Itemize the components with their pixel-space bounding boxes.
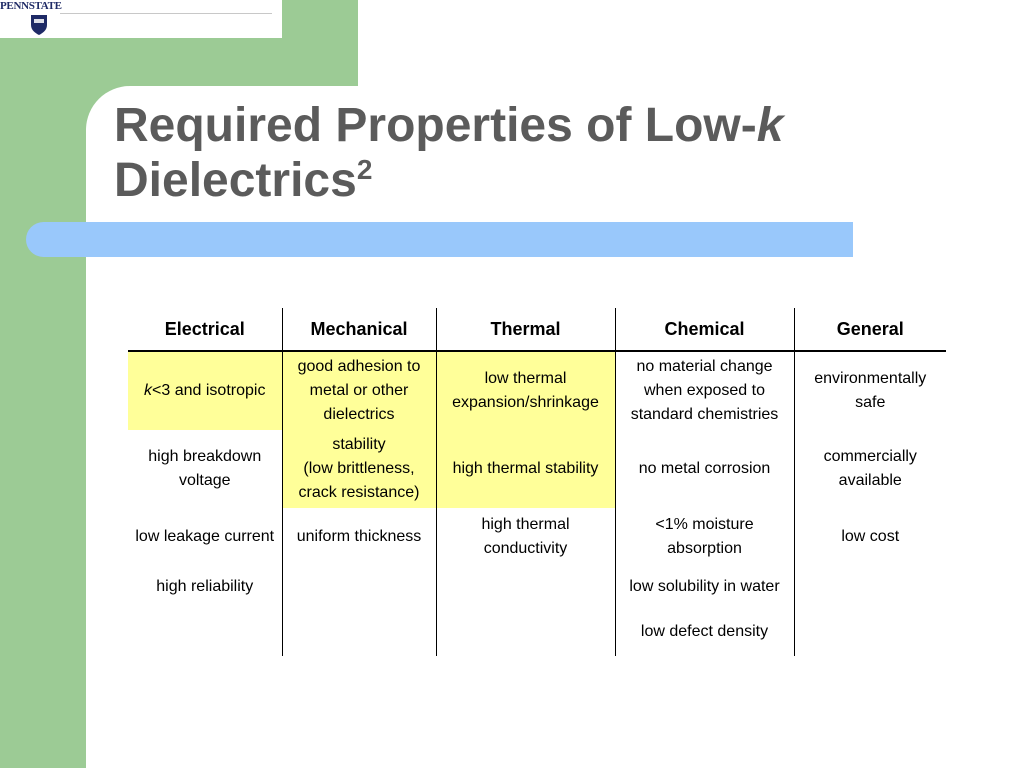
cell-chemical: low defect density bbox=[614, 608, 794, 656]
title-k-symbol: k bbox=[756, 99, 784, 152]
cell-thermal: high thermal conductivity bbox=[435, 508, 615, 566]
table-row: low defect density bbox=[128, 608, 946, 656]
cell-text-line2: (low brittleness, crack resistance) bbox=[298, 460, 420, 501]
table-header-row: Electrical Mechanical Thermal Chemical G… bbox=[128, 308, 946, 352]
cell-general bbox=[793, 566, 946, 608]
cell-thermal bbox=[435, 566, 615, 608]
slide-title: Required Properties of Low-k Dielectrics… bbox=[114, 98, 914, 208]
table-row: high reliability low solubility in water bbox=[128, 566, 946, 608]
title-text-part2: Dielectrics bbox=[114, 154, 357, 207]
cell-electrical: high breakdown voltage bbox=[148, 448, 262, 489]
cell-chemical: no metal corrosion bbox=[614, 430, 794, 508]
cell-general: low cost bbox=[793, 508, 946, 566]
header-mechanical: Mechanical bbox=[281, 308, 436, 352]
cell-electrical: k<3 and isotropic bbox=[128, 351, 282, 430]
header-chemical: Chemical bbox=[614, 308, 794, 352]
cell-mechanical bbox=[281, 566, 436, 608]
cell-general: environmentally safe bbox=[793, 351, 946, 430]
cell-mechanical: good adhesion to metal or other dielectr… bbox=[281, 351, 436, 430]
header-general: General bbox=[793, 308, 946, 352]
cell-mechanical: uniform thickness bbox=[281, 508, 436, 566]
cell-general: commercially available bbox=[793, 430, 946, 508]
table-row: k<3 and isotropic good adhesion to metal… bbox=[128, 351, 946, 430]
table-row: high breakdown voltage stability (low bri… bbox=[128, 430, 946, 508]
title-footnote-ref: 2 bbox=[356, 154, 373, 185]
university-logo: PENNSTATE bbox=[0, 0, 282, 38]
cell-thermal: low thermal expansion/shrinkage bbox=[435, 351, 615, 430]
cell-chemical: no material change when exposed to stand… bbox=[614, 351, 794, 430]
properties-table: Electrical Mechanical Thermal Chemical G… bbox=[128, 308, 946, 656]
cell-thermal: high thermal stability bbox=[435, 430, 615, 508]
title-underline-bar bbox=[26, 222, 853, 257]
header-electrical: Electrical bbox=[128, 308, 282, 352]
cell-electrical: low leakage current bbox=[135, 528, 275, 545]
cell-chemical: low solubility in water bbox=[614, 566, 794, 608]
cell-thermal bbox=[435, 608, 615, 656]
cell-mechanical: stability (low brittleness, crack resista… bbox=[281, 430, 436, 508]
table-row: low leakage current uniform thickness hi… bbox=[128, 508, 946, 566]
cell-general bbox=[793, 608, 946, 656]
cell-electrical: high reliability bbox=[156, 578, 254, 595]
cell-electrical bbox=[128, 608, 282, 656]
title-text-part1: Required Properties of Low- bbox=[114, 99, 757, 152]
cell-text: <3 and isotropic bbox=[152, 382, 266, 399]
k-symbol: k bbox=[144, 382, 153, 399]
cell-mechanical bbox=[281, 608, 436, 656]
shield-icon bbox=[31, 15, 47, 35]
cell-text-line1: stability bbox=[332, 436, 386, 453]
logo-wordmark: PENNSTATE bbox=[0, 0, 62, 12]
cell-chemical: <1% moisture absorption bbox=[614, 508, 794, 566]
logo-divider bbox=[60, 13, 272, 14]
header-thermal: Thermal bbox=[435, 308, 615, 352]
